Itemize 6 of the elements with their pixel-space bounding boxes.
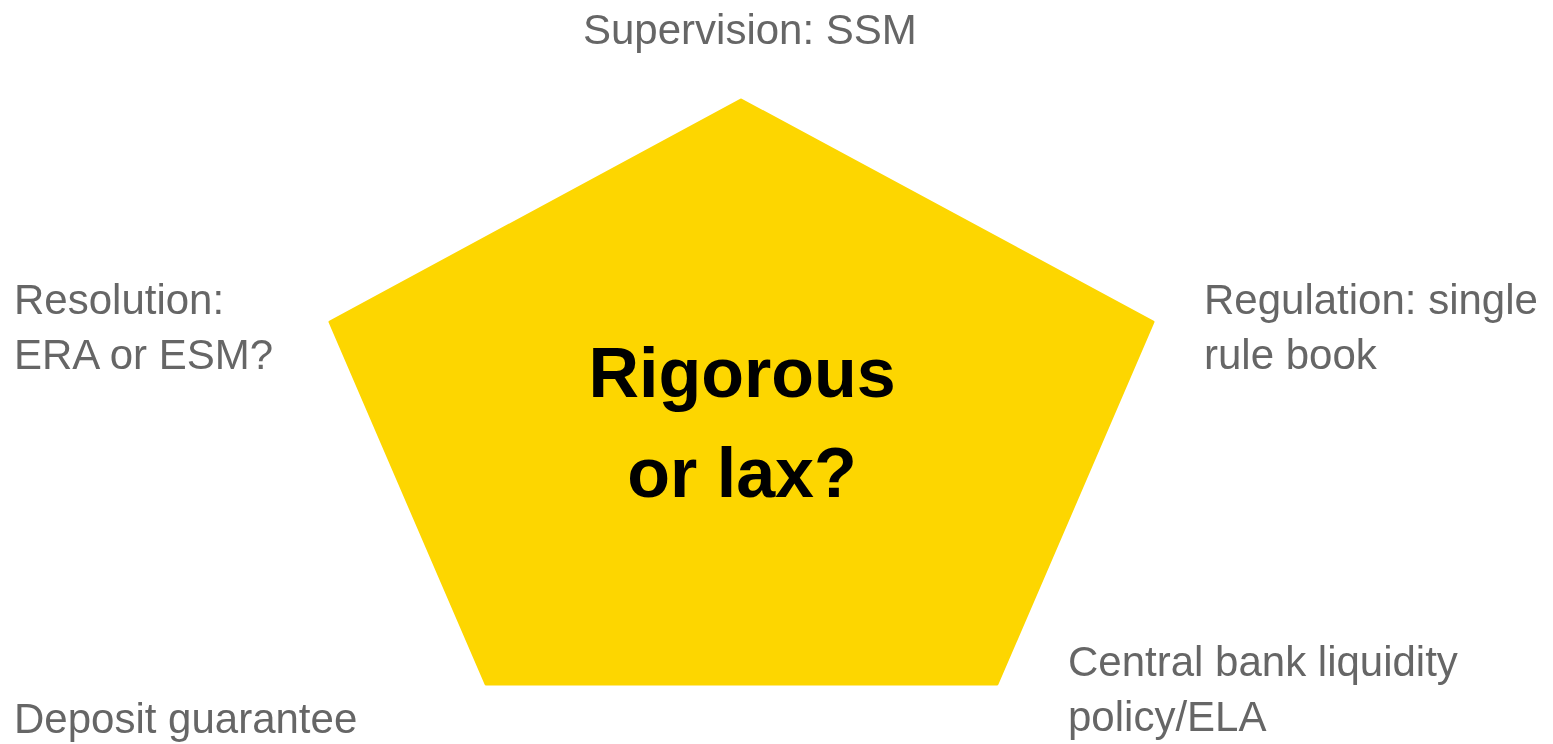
category-label: Supervision: SSM xyxy=(583,5,917,55)
category-label: Resolution: ERA or ESM? xyxy=(14,275,275,380)
category-label: Central bank liquidity policy/ELA xyxy=(1068,637,1459,742)
center-question: Rigorous or lax? xyxy=(588,334,896,512)
category-label: Deposit guarantee xyxy=(14,694,358,744)
category-label: Regulation: single rule book xyxy=(1204,275,1539,380)
